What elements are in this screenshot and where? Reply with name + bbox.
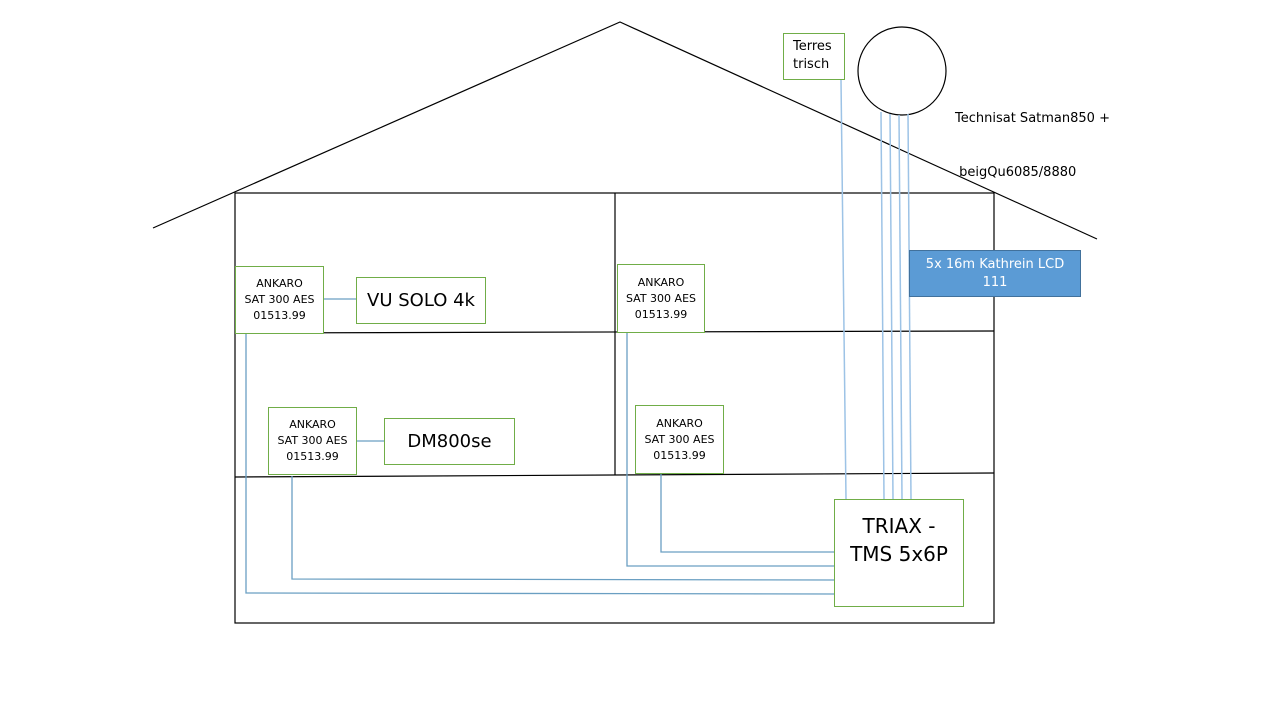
receiver-4-brand: ANKARO: [656, 416, 703, 430]
device-dm800se: DM800se: [384, 418, 515, 465]
wire-receiver-4: [660, 474, 835, 553]
receiver-4-model: SAT 300 AES: [644, 432, 715, 446]
receiver-box-4: ANKARO SAT 300 AES 01513.99: [635, 405, 724, 474]
roof-outline: [152, 21, 1098, 240]
device-dm800se-label: DM800se: [407, 431, 492, 452]
receiver-1-model: SAT 300 AES: [244, 293, 315, 306]
receiver-4-code: 01513.99: [653, 448, 706, 462]
receiver-1-code: 01513.99: [253, 309, 306, 322]
device-vu-solo-4k: VU SOLO 4k: [356, 277, 486, 324]
wire-lnb-3: [898, 114, 903, 500]
receiver-1-brand: ANKARO: [256, 277, 303, 290]
receiver-box-1: ANKARO SAT 300 AES 01513.99: [235, 266, 324, 334]
terrestrial-label-line2: trisch: [793, 57, 830, 72]
wire-receiver-3: [626, 333, 835, 567]
receiver-box-3: ANKARO SAT 300 AES 01513.99: [617, 264, 705, 333]
receiver-3-model: SAT 300 AES: [625, 291, 697, 305]
receiver-box-2: ANKARO SAT 300 AES 01513.99: [268, 407, 357, 475]
terrestrial-antenna-box: Terres trisch: [783, 33, 845, 80]
wire-terrestrial: [840, 79, 847, 500]
cable-label: 5x 16m Kathrein LCD 111: [909, 250, 1081, 297]
receiver-2-model: SAT 300 AES: [277, 434, 348, 447]
device-vu-solo-label: VU SOLO 4k: [367, 290, 475, 311]
wire-lnb-1: [880, 111, 885, 500]
receiver-2-code: 01513.99: [286, 450, 339, 463]
multiswitch-box: TRIAX - TMS 5x6P: [834, 499, 964, 607]
wire-receiver-1: [245, 334, 836, 595]
cable-label-line1: 5x 16m Kathrein LCD: [925, 256, 1065, 272]
terrestrial-label-line1: Terres: [793, 39, 832, 54]
cable-label-line2: 111: [982, 274, 1008, 290]
receiver-2-brand: ANKARO: [289, 418, 336, 431]
receiver-3-code: 01513.99: [634, 307, 688, 321]
receiver-3-brand: ANKARO: [637, 275, 685, 289]
wire-lnb-4: [907, 113, 912, 500]
satellite-dish-icon: [857, 26, 947, 116]
wire-receiver-2: [291, 476, 836, 581]
dish-label: Technisat Satman850 + beigQu6085/8880: [955, 74, 1110, 200]
dish-label-line1: Technisat Satman850 +: [955, 111, 1110, 126]
wire-lnb-2: [889, 113, 894, 500]
multiswitch-label-line1: TRIAX -: [862, 514, 936, 538]
dish-label-line2: beigQu6085/8880: [955, 165, 1077, 180]
multiswitch-label-line2: TMS 5x6P: [850, 542, 948, 566]
